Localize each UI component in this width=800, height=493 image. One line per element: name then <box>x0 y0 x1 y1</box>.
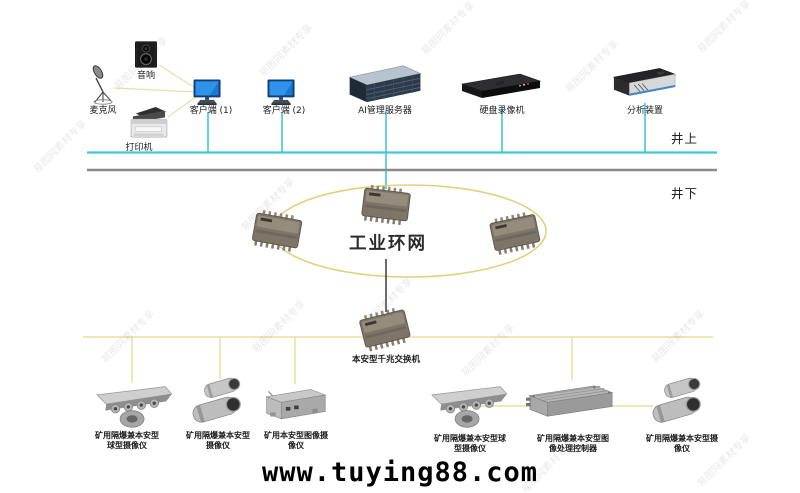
camera-2-label: 矿用隔爆兼本安型 摄像仪 <box>186 431 250 450</box>
box-camera-3-icon <box>258 384 332 428</box>
microphone-label: 麦克风 <box>89 106 117 116</box>
camera-6-label: 矿用隔爆兼本安型摄 像仪 <box>646 434 718 453</box>
speaker-icon <box>135 41 157 68</box>
dvr-label: 硬盘录像机 <box>479 106 525 116</box>
client2-monitor-icon <box>266 79 298 106</box>
ai-server-label: AI管理服务器 <box>358 106 412 116</box>
peripheral-links <box>113 64 198 118</box>
printer-icon <box>130 106 168 138</box>
cylinder-camera-2-icon <box>185 377 255 429</box>
underground-zone-label: 井下 <box>671 186 699 201</box>
ball-camera-4-icon <box>426 382 510 430</box>
site-watermark: www.tuying88.com <box>261 457 539 488</box>
ring-switch-top-icon <box>353 180 420 229</box>
surface-network-links <box>87 103 717 189</box>
camera-1-label: 矿用隔爆兼本安型 球型摄像仪 <box>95 431 159 450</box>
speaker-label: 音响 <box>136 71 156 81</box>
ai-server-icon <box>348 65 422 103</box>
analyzer-label: 分析装置 <box>626 106 664 116</box>
client1-monitor-icon <box>192 79 224 106</box>
cylinder-camera-6-icon <box>645 377 715 429</box>
analyzer-icon <box>612 68 677 96</box>
surface-zone-label: 井上 <box>671 131 699 146</box>
safe-gigabit-switch-label: 本安型千兆交换机 <box>351 355 421 365</box>
camera-3-label: 矿用本安型图像摄 像仪 <box>264 431 328 450</box>
ball-camera-1-icon <box>91 382 175 430</box>
printer-label: 打印机 <box>125 143 153 153</box>
image-controller-icon <box>526 380 616 427</box>
camera-4-label: 矿用隔爆兼本安型球 型摄像仪 <box>434 434 506 453</box>
ring-network-label: 工业环网 <box>349 234 427 254</box>
microphone-icon <box>92 65 113 105</box>
client2-label: 客户端 (2) <box>262 106 306 116</box>
client1-label: 客户端 (1) <box>189 106 233 116</box>
controller-label: 矿用隔爆兼本安型图 像处理控制器 <box>537 434 609 453</box>
dvr-icon <box>460 73 542 98</box>
